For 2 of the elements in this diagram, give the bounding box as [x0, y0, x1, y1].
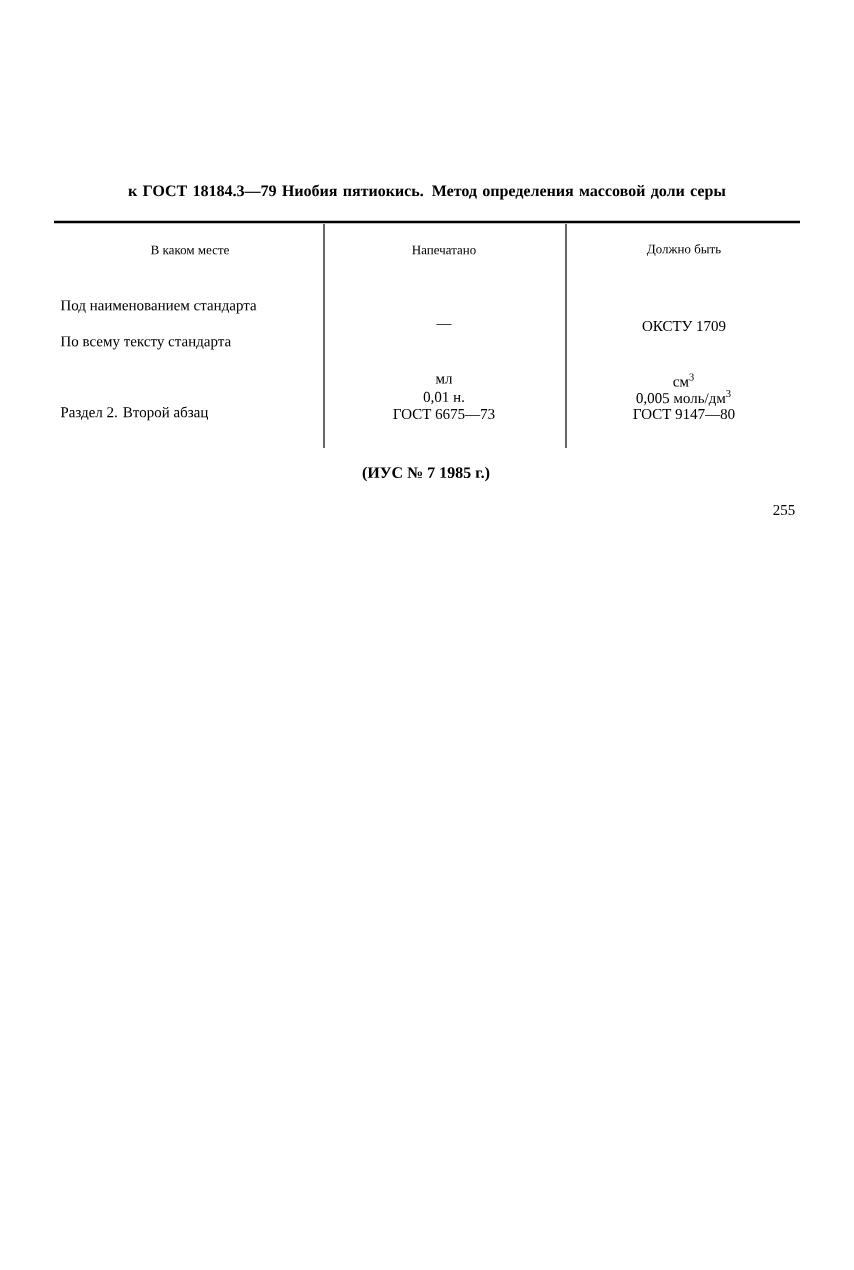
caption: (ИУС № 7 1985 г.) [362, 466, 490, 482]
page-title: к ГОСТ 18184.3—79 Ниобия пятиокись. Метод определения массовой доли серы [128, 184, 726, 200]
